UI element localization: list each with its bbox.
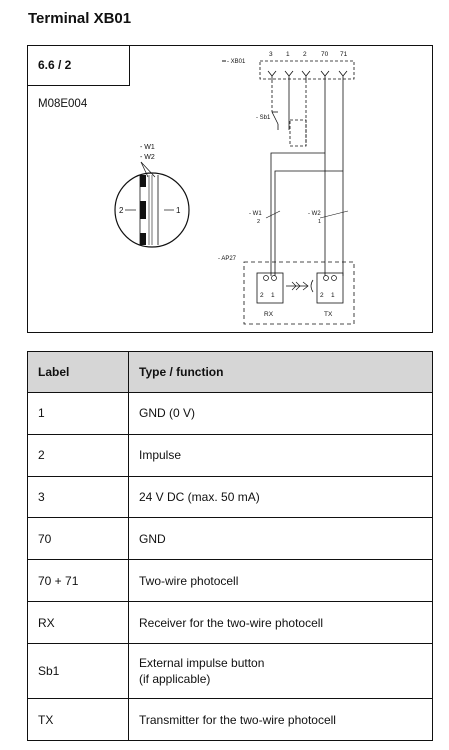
tx-pin-1: 1 bbox=[331, 292, 335, 299]
tx-label: TX bbox=[324, 311, 333, 318]
wiring-diagram: 6.6 / 2 M08E004 - W1 - W2 2 1 - XB01 3 bbox=[27, 45, 433, 333]
terminal-71: 71 bbox=[340, 51, 348, 58]
xb01-label: - XB01 bbox=[227, 59, 246, 65]
row-label: 2 bbox=[27, 433, 129, 477]
impulse-button-sb1: - Sb1 bbox=[256, 80, 307, 147]
terminal-1: 1 bbox=[286, 51, 290, 58]
row-label: 3 bbox=[27, 475, 129, 519]
table-row: 1 GND (0 V) bbox=[27, 392, 433, 435]
row-label: Sb1 bbox=[27, 642, 129, 700]
w1-wire-label: - W1 bbox=[249, 211, 262, 217]
rx-label: RX bbox=[264, 311, 274, 318]
row-function: GND bbox=[128, 517, 433, 561]
w2-label: - W2 bbox=[140, 154, 155, 161]
reference-box: 6.6 / 2 bbox=[28, 46, 130, 86]
terminal-2: 2 bbox=[303, 51, 307, 58]
row-label: 70 bbox=[27, 517, 129, 561]
row-function: GND (0 V) bbox=[128, 392, 433, 435]
table-row: Sb1 External impulse button (if applicab… bbox=[27, 642, 433, 700]
table-row: RX Receiver for the two-wire photocell bbox=[27, 601, 433, 644]
photocell-module-ap27: - AP27 2 1 RX 2 1 TX bbox=[218, 256, 355, 325]
row-function: 24 V DC (max. 50 mA) bbox=[128, 475, 433, 519]
row-function: External impulse button (if applicable) bbox=[128, 642, 433, 700]
row-label: 1 bbox=[27, 392, 129, 435]
sb1-label: - Sb1 bbox=[256, 115, 271, 121]
table-header-row: Label Type / function bbox=[27, 351, 433, 393]
terminal-strip-xb01: - XB01 3 1 2 70 71 bbox=[222, 51, 355, 80]
table-row: 70 + 71 Two-wire photocell bbox=[27, 559, 433, 603]
diagram-code: M08E004 bbox=[38, 98, 88, 110]
table-row: 3 24 V DC (max. 50 mA) bbox=[27, 475, 433, 519]
cable-wiring: - W1 2 - W2 1 bbox=[249, 80, 349, 276]
side-label-right: 1 bbox=[176, 206, 181, 215]
w1-pin-label: 2 bbox=[257, 219, 260, 225]
w2-pin-label: 1 bbox=[318, 219, 321, 225]
row-label: 70 + 71 bbox=[27, 559, 129, 603]
row-function: Receiver for the two-wire photocell bbox=[128, 601, 433, 644]
row-function: Impulse bbox=[128, 433, 433, 477]
row-label: RX bbox=[27, 601, 129, 644]
terminal-70: 70 bbox=[321, 51, 329, 58]
reference-number: 6.6 / 2 bbox=[38, 58, 72, 72]
table-row: TX Transmitter for the two-wire photocel… bbox=[27, 698, 433, 741]
cable-cross-section: - W1 - W2 2 1 bbox=[114, 144, 190, 248]
page-title: Terminal XB01 bbox=[28, 10, 132, 27]
w1-label: - W1 bbox=[140, 144, 155, 151]
side-label-left: 2 bbox=[119, 206, 124, 215]
rx-pin-2: 2 bbox=[260, 292, 264, 299]
terminal-table: Label Type / function 1 GND (0 V) 2 Impu… bbox=[27, 351, 433, 741]
rx-pin-1: 1 bbox=[271, 292, 275, 299]
column-header-label: Label bbox=[27, 351, 129, 393]
column-header-function: Type / function bbox=[128, 351, 433, 393]
ap27-label: - AP27 bbox=[218, 256, 237, 262]
row-function: Two-wire photocell bbox=[128, 559, 433, 603]
w2-wire-label: - W2 bbox=[308, 211, 321, 217]
table-row: 70 GND bbox=[27, 517, 433, 561]
tx-pin-2: 2 bbox=[320, 292, 324, 299]
row-function: Transmitter for the two-wire photocell bbox=[128, 698, 433, 741]
wiring-schematic: - W1 - W2 2 1 - XB01 3 1 2 70 71 bbox=[114, 51, 355, 325]
table-row: 2 Impulse bbox=[27, 433, 433, 477]
row-label: TX bbox=[27, 698, 129, 741]
terminal-3: 3 bbox=[269, 51, 273, 58]
